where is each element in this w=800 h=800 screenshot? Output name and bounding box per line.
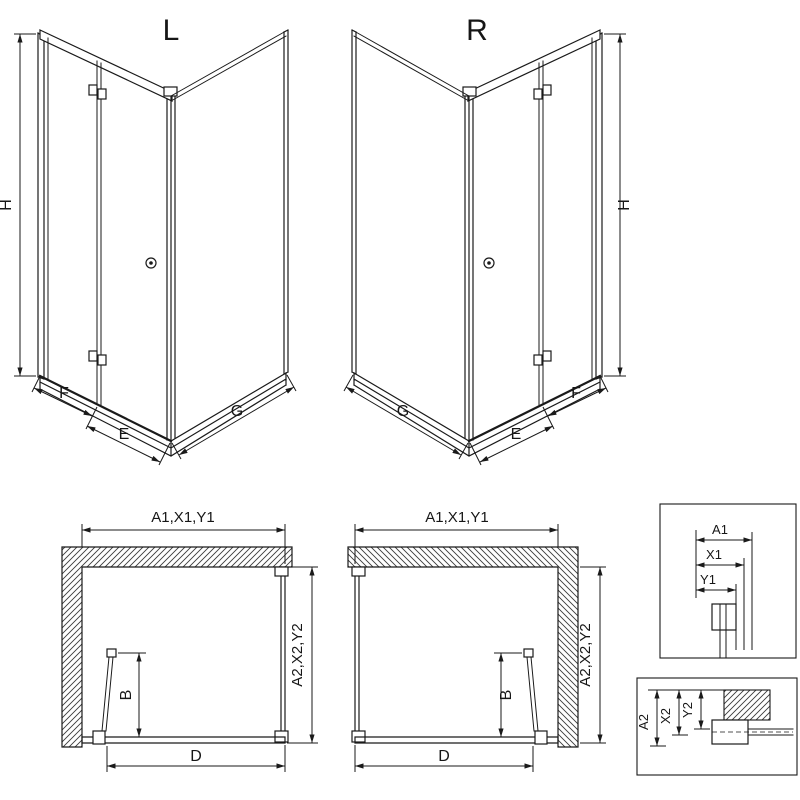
dim-label-width-right: A1,X1,Y1: [425, 509, 488, 526]
left-plan-view: A1,X1,Y1 A2,X2,Y2 B D: [62, 509, 318, 772]
dim-label-d-left: D: [190, 748, 202, 765]
dim-label-h-left: H: [0, 199, 15, 211]
detail-bottom-frame: [636, 677, 798, 776]
detail-top-datums: [695, 530, 753, 650]
detail-top-frame: [659, 503, 797, 659]
left-plan-depth-dimension: [287, 566, 318, 744]
left-3d-view: L H F E G: [0, 14, 296, 465]
dim-label-f-right: F: [571, 385, 581, 402]
dim-label-b-left: B: [118, 690, 135, 701]
detail-box-top: A1 X1 Y1: [659, 503, 797, 659]
wall-section-hatch: [723, 689, 771, 721]
profile-section: [711, 719, 794, 745]
dim-label-width-left: A1,X1,Y1: [151, 509, 214, 526]
right-view-title: R: [466, 14, 488, 47]
dim-label-d-right: D: [438, 748, 450, 765]
dim-label-y2: Y2: [680, 702, 695, 718]
dim-label-depth-right: A2,X2,Y2: [577, 623, 594, 686]
dim-label-a2: A2: [636, 714, 651, 730]
dim-label-depth-left: A2,X2,Y2: [289, 623, 306, 686]
dim-label-f-left: F: [59, 385, 69, 402]
dim-label-g-right: G: [397, 403, 409, 420]
dim-label-a1: A1: [712, 522, 728, 537]
dim-label-y1: Y1: [700, 572, 716, 587]
right-plan-depth-dimension: [580, 566, 606, 744]
dim-label-g-left: G: [231, 403, 243, 420]
right-plan-view: A1,X1,Y1 A2,X2,Y2 B D: [348, 509, 606, 772]
dim-label-e-right: E: [511, 426, 522, 443]
dim-label-b-right: B: [498, 690, 515, 701]
wall-profile-section: [711, 603, 737, 659]
detail-box-bottom: A2 X2 Y2: [636, 677, 798, 776]
detail-bottom-datums: [648, 689, 770, 747]
dim-label-h-right: H: [616, 199, 633, 211]
right-3d-view: R H G E F: [344, 14, 633, 465]
dim-label-e-left: E: [119, 426, 130, 443]
dim-label-x1: X1: [706, 547, 722, 562]
left-view-title: L: [163, 14, 180, 47]
dim-label-x2: X2: [658, 708, 673, 724]
